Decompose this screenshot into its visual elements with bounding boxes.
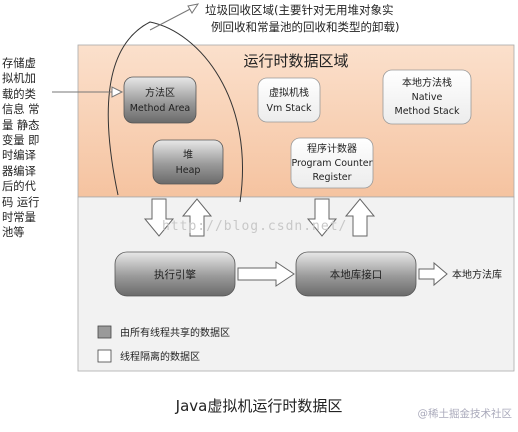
side-note-line: 池等 [2, 226, 25, 240]
arrow-up-right [344, 198, 376, 237]
execution-engine-box [114, 251, 236, 297]
method-area-box [123, 76, 197, 124]
pc-register-label-cn: 程序计数器 [307, 142, 357, 155]
native-stack-label-cn: 本地方法栈 [402, 76, 452, 89]
arrow-down-right [306, 198, 338, 237]
side-note-line: 载的类 [2, 87, 36, 101]
gc-note: 垃圾回收区域(主要针对无用堆对象实 例回收和常量池的回收和类型的卸载) [205, 2, 505, 36]
heap-label-cn: 堆 [183, 149, 193, 161]
side-note-line: 拟机加 [2, 72, 36, 86]
side-note-line: 变量 即 [2, 134, 40, 148]
arrow-engine-to-interface [237, 261, 295, 287]
pc-register-label-en2: Register [312, 172, 351, 183]
native-stack-label-en2: Method Stack [395, 106, 460, 117]
pc-register-box [290, 137, 374, 189]
gc-note-line2: 例回收和常量池的回收和类型的卸载) [211, 20, 400, 34]
diagram-caption: Java虚拟机运行时数据区 [175, 397, 343, 415]
arrow-up-left [181, 198, 213, 237]
native-interface-label: 本地库接口 [330, 268, 383, 281]
legend-isolated-swatch [97, 349, 112, 363]
side-note-line: 后的代 [2, 180, 36, 194]
side-note-line: 存储虚 [2, 57, 36, 70]
heap-label-en: Heap [176, 165, 201, 176]
side-note-arrowhead [111, 86, 124, 98]
side-note-line: 信息 常 [2, 103, 40, 117]
runtime-area-title: 运行时数据区域 [243, 52, 348, 70]
legend-shared-swatch [97, 325, 112, 339]
arrow-down-left [143, 198, 175, 237]
side-note-line: 时常量 [2, 211, 36, 225]
method-area-label-en: Method Area [130, 103, 191, 114]
url-watermark: http://blog.csdn.net/ [162, 219, 348, 234]
gc-note-arrowhead [187, 3, 200, 14]
gc-boundary-curve [107, 21, 243, 203]
native-stack-label-en1: Native [412, 92, 443, 103]
legend-shared-label: 由所有线程共享的数据区 [120, 326, 230, 339]
heap-box [152, 139, 224, 185]
execution-engine-label: 执行引擎 [154, 268, 196, 281]
native-interface-box [295, 251, 417, 297]
gc-note-arrow [149, 5, 197, 31]
vm-stack-label-en: Vm Stack [266, 103, 312, 114]
side-note-line: 量 静态 [2, 118, 40, 132]
arrow-interface-to-library [418, 261, 448, 287]
native-library-label: 本地方法库 [452, 268, 502, 281]
vm-stack-label-cn: 虚拟机栈 [269, 86, 309, 99]
native-stack-box [382, 69, 472, 125]
gc-note-line1: 垃圾回收区域(主要针对无用堆对象实 [205, 3, 394, 17]
side-note-line: 器编译 [2, 164, 36, 178]
pc-register-label-en1: Program Counter [291, 158, 372, 169]
side-note: 存储虚 拟机加 载的类 信息 常 量 静态 变量 即 时编译 器编译 后的代 码… [2, 56, 52, 241]
method-area-label-cn: 方法区 [145, 86, 175, 99]
legend-isolated-label: 线程隔离的数据区 [120, 350, 200, 363]
side-note-line: 时编译 [2, 149, 36, 163]
vm-stack-box [257, 77, 321, 123]
brand-watermark: @稀土掘金技术社区 [417, 408, 513, 420]
side-note-line: 码 运行 [2, 195, 40, 209]
